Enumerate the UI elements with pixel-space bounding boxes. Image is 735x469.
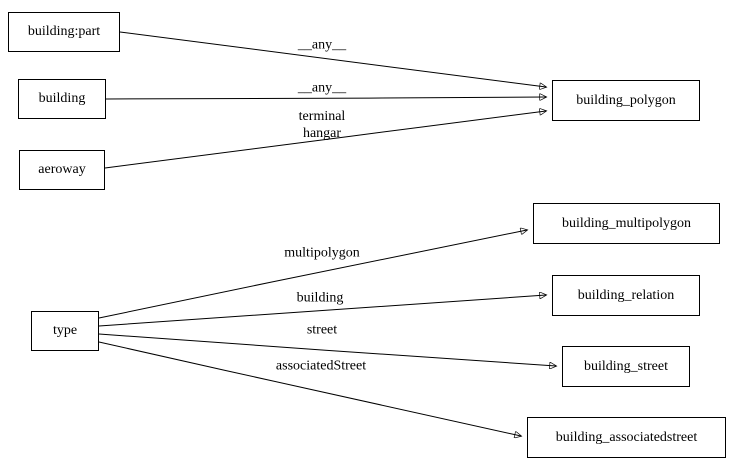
edge-type-to-building-multipolygon bbox=[98, 230, 527, 319]
node-aeroway: aeroway bbox=[19, 150, 105, 190]
node-building-associatedstreet: building_associatedstreet bbox=[527, 417, 726, 458]
edge-label-any-building-part: __any__ bbox=[297, 37, 347, 53]
edge-label-multipolygon: multipolygon bbox=[284, 245, 360, 261]
edge-label-building: building bbox=[296, 290, 344, 306]
edge-label-terminal-hangar: terminal hangar bbox=[299, 108, 346, 142]
node-building-multipolygon: building_multipolygon bbox=[533, 203, 720, 244]
edge-aeroway-to-building-polygon bbox=[104, 111, 546, 169]
node-building-relation: building_relation bbox=[552, 275, 700, 316]
edge-label-street: street bbox=[306, 322, 338, 338]
edge-type-to-building-relation bbox=[98, 295, 546, 327]
edge-label-any-building: __any__ bbox=[297, 80, 347, 96]
edge-building-part-to-building-polygon bbox=[119, 31, 546, 87]
edge-building-to-building-polygon bbox=[105, 97, 546, 99]
node-building-street: building_street bbox=[562, 346, 690, 387]
node-building-polygon: building_polygon bbox=[552, 80, 700, 121]
node-building-part: building:part bbox=[8, 12, 120, 52]
edge-type-to-building-street bbox=[98, 333, 556, 366]
node-building: building bbox=[18, 79, 106, 119]
edge-label-line-terminal: terminal bbox=[298, 109, 346, 124]
node-type: type bbox=[31, 311, 99, 351]
edge-label-associatedstreet: associatedStreet bbox=[275, 358, 367, 374]
edge-label-line-hangar: hangar bbox=[302, 126, 342, 141]
edge-type-to-building-associatedstreet bbox=[98, 341, 521, 436]
